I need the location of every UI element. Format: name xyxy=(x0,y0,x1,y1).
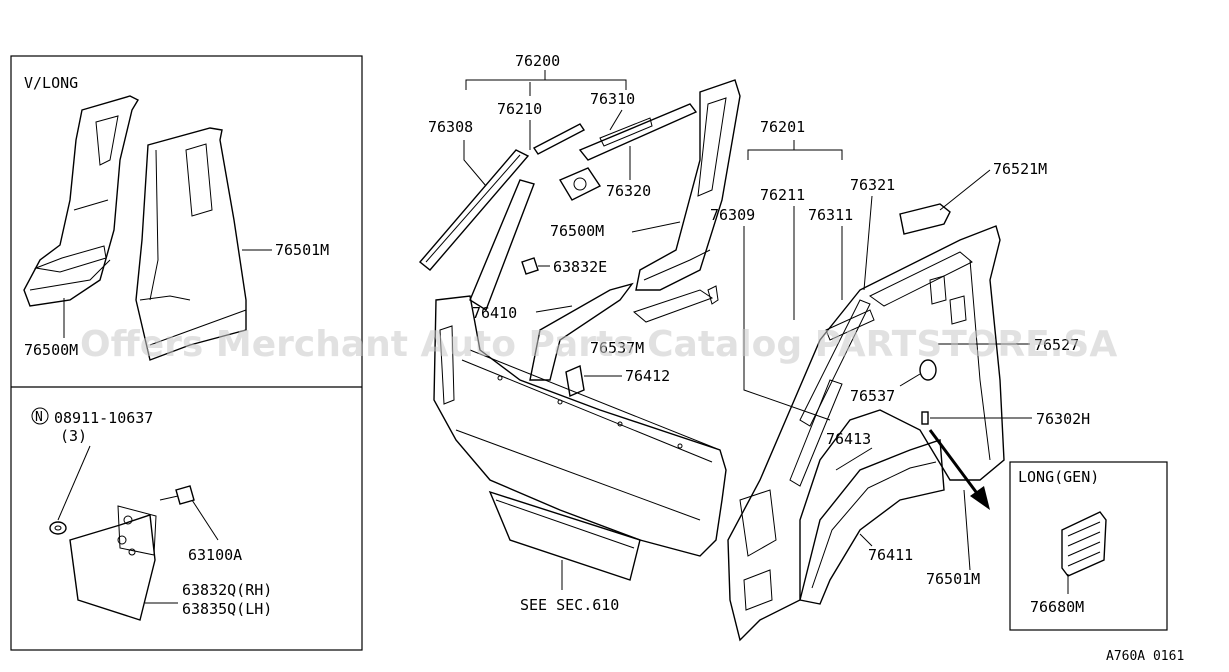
nut-part-number: 08911-10637 xyxy=(54,409,153,427)
v-long-outer-panel xyxy=(135,127,247,361)
label-76321: 76321 xyxy=(850,176,895,194)
label-76521M: 76521M xyxy=(993,160,1047,178)
leader-76411 xyxy=(859,533,873,547)
bolt-icon xyxy=(159,485,195,505)
cross-member xyxy=(488,490,641,581)
label-76320: 76320 xyxy=(606,182,651,200)
label-76410: 76410 xyxy=(472,304,517,322)
label-76537: 76537 xyxy=(850,387,895,405)
long-gen-title: LONG(GEN) xyxy=(1018,468,1099,486)
label-76500M: 76500M xyxy=(550,222,604,240)
long-gen-label-76680M: 76680M xyxy=(1030,598,1084,616)
long-gen-panel-frame xyxy=(1009,461,1168,631)
v-long-inner-pillar xyxy=(23,95,139,307)
nut-quantity: (3) xyxy=(60,427,87,445)
bracket-76201 xyxy=(747,140,843,160)
label-76210: 76210 xyxy=(497,100,542,118)
label-76309: 76309 xyxy=(710,206,755,224)
nut-icon xyxy=(49,521,67,535)
quarter-panel-76501M xyxy=(727,203,1005,642)
plug-76302H-icon xyxy=(921,411,929,425)
leader-76500M xyxy=(631,221,681,233)
weatherstrip-76210 xyxy=(532,123,586,155)
leader-76309 xyxy=(743,226,831,421)
flap-lh-part-number: 63835Q(LH) xyxy=(182,600,272,618)
label-76302H: 76302H xyxy=(1036,410,1090,428)
clip-63832E-icon xyxy=(521,257,539,275)
label-76413: 76413 xyxy=(826,430,871,448)
label-76537M: 76537M xyxy=(590,339,644,357)
label-76200: 76200 xyxy=(515,52,560,70)
label-76310: 76310 xyxy=(590,90,635,108)
left-panel-frame xyxy=(10,55,363,651)
bolt-part-number: 63100A xyxy=(188,546,242,564)
v-long-title: V/LONG xyxy=(24,74,78,92)
label-76211: 76211 xyxy=(760,186,805,204)
figure-code: A760A 0161 xyxy=(1106,649,1184,664)
leader-76537 xyxy=(899,373,921,387)
label-76311: 76311 xyxy=(808,206,853,224)
wheel-house-76411 xyxy=(799,439,945,605)
drip-rail-76310 xyxy=(578,103,698,161)
bracket-76412-icon xyxy=(565,365,585,397)
label-76201: 76201 xyxy=(760,118,805,136)
label-76527: 76527 xyxy=(1034,336,1079,354)
label-76501M: 76501M xyxy=(926,570,980,588)
plate-76537-icon xyxy=(919,359,937,381)
vent-76680M-icon xyxy=(1061,511,1107,577)
leader-76308 xyxy=(463,140,487,187)
leader-76310 xyxy=(609,109,623,131)
label-76412: 76412 xyxy=(625,367,670,385)
roof-rail-strip xyxy=(418,149,530,271)
leader-bolt xyxy=(191,499,219,541)
see-section-610: SEE SEC.610 xyxy=(520,596,619,614)
leader-76501M xyxy=(963,489,971,571)
label-63832E: 63832E xyxy=(553,258,607,276)
bracket-76200 xyxy=(465,70,627,90)
flap-rh-part-number: 63832Q(RH) xyxy=(182,581,272,599)
n-symbol-circle xyxy=(31,407,49,425)
n-symbol: N xyxy=(35,410,43,425)
back-panel-assembly xyxy=(433,295,727,557)
leader-nut xyxy=(57,445,91,521)
leader-76413 xyxy=(835,447,873,471)
watermark: Offers Merchant Auto Parts Catalog PARTS… xyxy=(80,324,1117,365)
view-direction-arrow-icon xyxy=(928,429,990,510)
inner-pillar-76410 xyxy=(469,179,719,381)
label-76308: 76308 xyxy=(428,118,473,136)
leader-76410 xyxy=(535,305,573,313)
leader-76321 xyxy=(863,195,873,291)
mud-flap-icon xyxy=(69,505,157,621)
label-76411: 76411 xyxy=(868,546,913,564)
v-long-label-76500M: 76500M xyxy=(24,341,78,359)
leader-76521M xyxy=(939,169,991,211)
a-pillar-76500M xyxy=(558,79,741,291)
v-long-label-76501M: 76501M xyxy=(275,241,329,259)
